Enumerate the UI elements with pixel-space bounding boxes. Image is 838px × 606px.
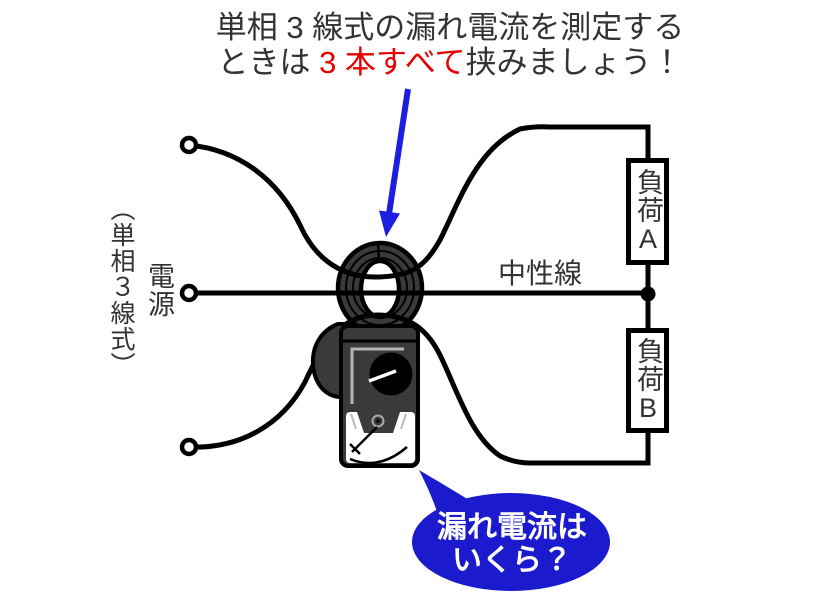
meter-face-bracket <box>350 347 404 404</box>
caption-line2: ときは 3 本すべて挟みましょう！ <box>217 45 683 80</box>
speech-bubble-icon <box>412 470 610 591</box>
load-a-label: 負荷A <box>633 168 663 255</box>
meter-needle <box>351 426 378 453</box>
bottom-line-wire <box>188 312 651 466</box>
caption-title: 単相 3 線式の漏れ電流を測定する ときは 3 本すべて挟みましょう！ <box>130 10 770 80</box>
clamp-jaw-split <box>376 243 381 263</box>
source-terminals <box>179 135 199 457</box>
load-b-label: 負荷B <box>633 337 663 424</box>
top-line-wire <box>188 124 651 280</box>
wires <box>188 124 651 466</box>
blue-down-arrow-icon <box>379 88 411 237</box>
dial-pointer <box>368 369 397 383</box>
callout-text: 漏れ電流は いくら？ <box>411 511 613 577</box>
caption-highlight: 3 本すべて <box>319 45 466 80</box>
terminal-middle <box>179 283 199 303</box>
clamp-meter-icon <box>310 322 420 468</box>
callout-line1: 漏れ電流は <box>437 511 587 544</box>
load-a-box: 負荷A <box>626 158 669 265</box>
callout-line2: いくら？ <box>452 544 572 577</box>
load-b-box: 負荷B <box>626 328 669 433</box>
system-type-label: （単相３線式） <box>107 196 135 378</box>
terminal-top <box>179 135 199 155</box>
junction-dot <box>640 286 656 302</box>
power-source-label: 電源 <box>144 262 174 318</box>
caption-line1: 単相 3 線式の漏れ電流を測定する <box>215 10 685 45</box>
meter-scale-arc <box>349 446 408 465</box>
terminal-bottom <box>179 437 199 457</box>
neutral-line-label: 中性線 <box>498 258 583 289</box>
